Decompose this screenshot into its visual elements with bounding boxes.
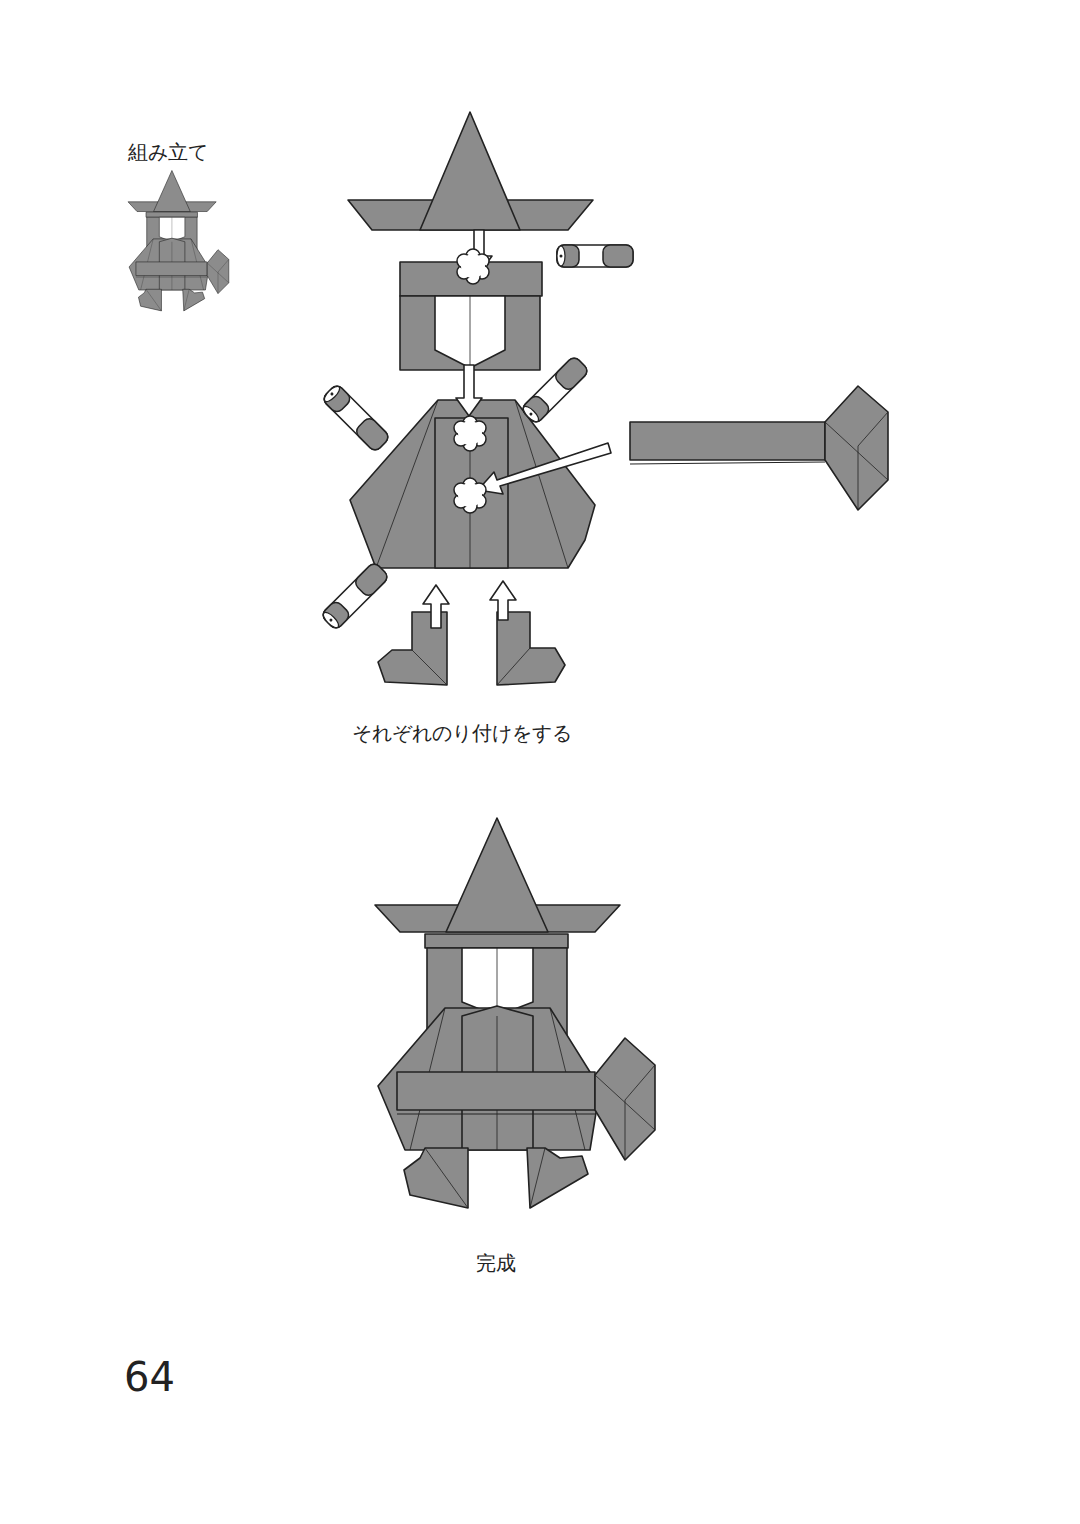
page-number: 64 [124, 1354, 175, 1400]
finished-caption: 完成 [476, 1250, 516, 1277]
step-heading: 組み立て [128, 139, 208, 166]
step-instruction: それぞれのり付けをする [352, 720, 572, 747]
